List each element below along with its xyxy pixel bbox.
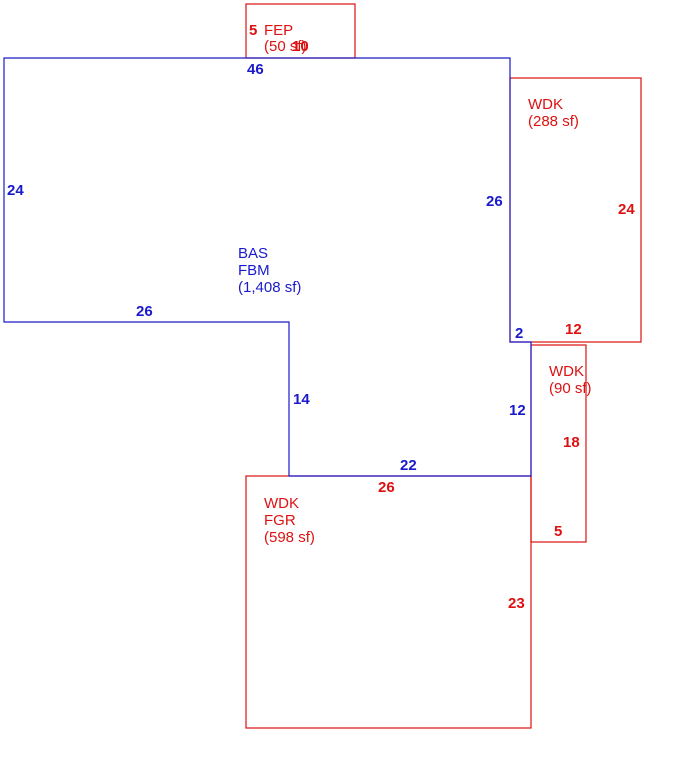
dim-fep-side: 5 [249,22,257,39]
bas-outline [3,57,532,477]
bas-area-label: (1,408 sf) [238,279,301,296]
dim-bas-right-lower: 12 [509,402,526,419]
dim-fep-top: 10 [292,38,309,55]
dim-wdk-small-side: 18 [563,434,580,451]
dim-wdk-small-bottom: 5 [554,523,562,540]
dim-wdk-east-side: 24 [618,201,635,218]
wdk-fgr-code-label: WDK [264,495,299,512]
bas-code-label: BAS [238,245,268,262]
wdk-east-area-label: (288 sf) [528,113,579,130]
fbm-code-label: FBM [238,262,270,279]
wdk-small-code-label: WDK [549,363,584,380]
dim-bas-jog: 2 [515,325,523,342]
dim-bas-top: 46 [247,61,264,78]
dim-wdk-fgr-top: 26 [378,479,395,496]
wdk-fgr-area-label: (598 sf) [264,529,315,546]
fep-area-label: (50 sf) [264,38,307,55]
dim-bas-step-side: 14 [293,391,310,408]
dim-bas-left: 24 [7,182,24,199]
dim-bas-right: 26 [486,193,503,210]
dim-wdk-east-bottom: 12 [565,321,582,338]
fep-code-label: FEP [264,22,293,39]
wdk-small-area-label: (90 sf) [549,380,592,397]
dim-wdk-fgr-side: 23 [508,595,525,612]
dim-bas-step-bottom: 26 [136,303,153,320]
dim-bas-bottom: 22 [400,457,417,474]
wdk-east-code-label: WDK [528,96,563,113]
fgr-code-label: FGR [264,512,296,529]
